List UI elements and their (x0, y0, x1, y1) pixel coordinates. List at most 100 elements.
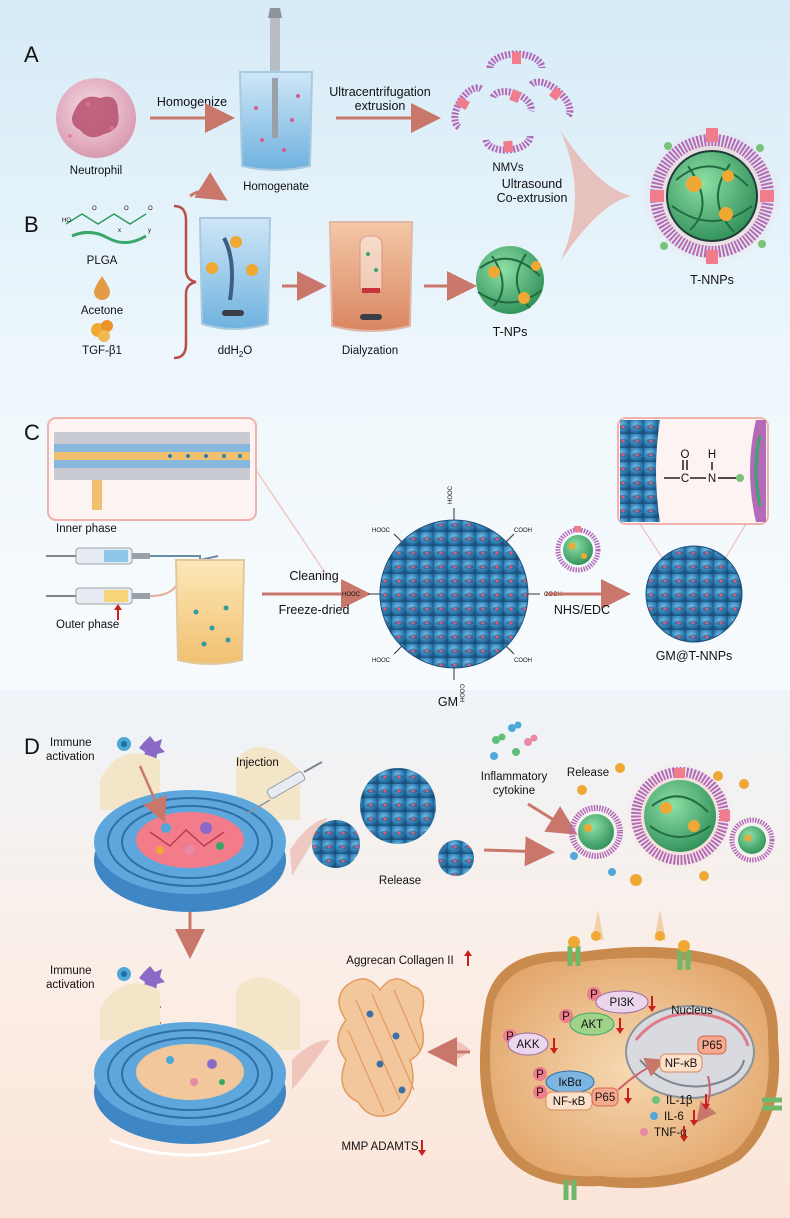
il6-down-arrow (690, 1110, 698, 1126)
nucleus-icon (625, 1005, 755, 1099)
svg-text:HO: HO (62, 218, 71, 224)
akk-p: P (506, 1031, 514, 1043)
t-nnp-icon (642, 126, 782, 266)
akt-down-arrow (616, 1018, 624, 1034)
gm-bl-hooc: HOOC (372, 658, 391, 664)
neutrophil-label: Neutrophil (70, 165, 122, 177)
t-nps-label: T-NPs (493, 325, 528, 339)
panel-a-letter: A (24, 42, 39, 67)
homogenate-label: Homogenate (243, 181, 309, 193)
tnfa-label: TNF-α (654, 1127, 687, 1139)
ikba-label: IκBα (558, 1077, 582, 1089)
ultracentrifugation-label: Ultracentrifugation (329, 85, 430, 99)
cleaning-label: Cleaning (289, 569, 338, 583)
nucleus-label: Nucleus (671, 1005, 713, 1017)
nfkb-label-cyto: NF-κB (553, 1096, 586, 1108)
extrusion-label: extrusion (355, 99, 406, 113)
arrow-immune-top (138, 765, 167, 823)
il1b-icon (652, 1096, 660, 1104)
t-nnps-label: T-NNPs (690, 273, 734, 287)
cytokine-icon (490, 721, 538, 760)
nfkb-label-nucleus: NF-κB (665, 1058, 698, 1070)
arrow-cytokine (527, 802, 578, 835)
gm-t-nnps-icon (645, 545, 743, 643)
injection-label: Injection (236, 757, 279, 769)
akk-node (503, 1029, 549, 1056)
receptor-icon (563, 936, 782, 1200)
outer-phase-label: Outer phase (56, 619, 119, 631)
ecm-icon (337, 978, 425, 1117)
neutrophil-icon (56, 78, 136, 158)
acetone-label: Acetone (81, 305, 123, 317)
il1b-label: IL-1β (666, 1095, 693, 1107)
amide-bond-icon (617, 417, 769, 601)
akt-node (559, 1009, 615, 1036)
nucleus-nfkb-node (659, 1035, 727, 1073)
immune-activation-top-line2: activation (46, 751, 95, 763)
immune-activation-top-line1: Immune (50, 737, 92, 749)
t-np-icon (476, 246, 544, 314)
amide-n: N (708, 473, 716, 485)
down-arrow-icon (418, 1140, 426, 1156)
akt-p: P (562, 1011, 570, 1023)
ddh2o-beaker-icon (198, 217, 272, 330)
gm-label: GM (438, 695, 458, 709)
freeze-dried-label: Freeze-dried (279, 603, 350, 617)
immune-activation-bottom-line1: Immune (50, 965, 92, 977)
inflammatory-line2: cytokine (493, 785, 535, 797)
disc-top-icon (94, 747, 300, 912)
arrow-release (483, 836, 555, 867)
syringe-icon (46, 547, 150, 565)
nfkb-p: P (536, 1087, 544, 1099)
collection-beaker-icon (174, 559, 246, 665)
il6-icon (650, 1112, 658, 1120)
disc-bottom-icon (94, 977, 300, 1157)
plga-structure-icon: HO O O O y x (62, 206, 153, 244)
il6-label: IL-6 (664, 1111, 684, 1123)
pi3k-node (587, 987, 649, 1014)
ddh2o-label-main: ddH (218, 345, 239, 357)
panel-d-letter: D (24, 734, 40, 759)
akt-label: AKT (581, 1019, 603, 1031)
nmvs-label: NMVs (492, 162, 524, 174)
release-nanoparticles-icon (569, 762, 775, 886)
inner-phase-label: Inner phase (56, 523, 117, 535)
syringe-injection-icon (245, 761, 323, 815)
akk-down-arrow (550, 1038, 558, 1054)
amide-h: H (708, 449, 716, 461)
released-microspheres-icon (312, 768, 474, 876)
release-label-1: Release (379, 875, 421, 887)
dialysis-bag-icon (328, 221, 414, 332)
ddh2o-label: ddH2O (218, 345, 253, 359)
p65-label-nucleus: P65 (702, 1040, 722, 1052)
svg-text:O: O (92, 206, 97, 212)
ikba-p: P (536, 1069, 544, 1081)
nfkb-down-arrow (624, 1088, 632, 1104)
tnfa-down-arrow (680, 1126, 688, 1142)
gm-left-hooc: HOOC (342, 592, 361, 598)
homogenize-label: Homogenize (157, 95, 227, 109)
plga-label: PLGA (87, 255, 118, 267)
nmv-fragment-icon (451, 50, 574, 154)
svg-text:O: O (124, 206, 129, 212)
inflammatory-line1: Inflammatory (481, 771, 548, 783)
release-label-2: Release (567, 767, 609, 779)
p65-label-cyto: P65 (595, 1092, 615, 1104)
tnfa-icon (640, 1128, 648, 1136)
microfluidic-chip-icon (47, 417, 331, 581)
dialyzation-label: Dialyzation (342, 345, 398, 357)
syringe-icon-outer (46, 587, 150, 620)
acetone-drop-icon (94, 276, 110, 300)
ddh2o-label-end: O (243, 345, 252, 357)
il1b-down-arrow (702, 1094, 710, 1110)
amide-c: C (681, 473, 689, 485)
gm-tr-cooh: COOH (514, 528, 532, 534)
up-arrow-icon (464, 950, 472, 966)
gm-t-nnps-label: GM@T-NNPs (656, 649, 733, 663)
svg-text:x: x (118, 228, 121, 234)
amide-o: O (681, 449, 690, 461)
converge-arrow (560, 130, 632, 262)
mmp-label: MMP ADAMTS (341, 1141, 418, 1153)
